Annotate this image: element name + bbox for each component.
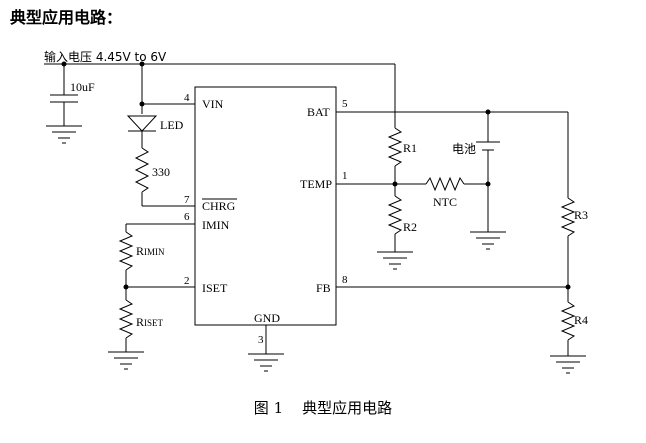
r4-label: R4	[574, 313, 588, 327]
r3-r4-divider: R3 R4	[336, 112, 588, 356]
resistor-riset	[118, 299, 134, 339]
input-rail: 输入电压 4.45V to 6V	[44, 49, 396, 128]
battery-label: 电池	[452, 142, 476, 156]
ground-symbol-gnd	[248, 353, 284, 372]
ground-symbol-riset	[108, 351, 144, 370]
pin-bat-label: BAT	[307, 105, 330, 119]
r2-label: R2	[403, 220, 417, 234]
resistor-r4	[560, 301, 576, 341]
pin-imin-label: IMIN	[202, 218, 230, 232]
rimin-label: RIMIN	[136, 244, 165, 258]
led-diode	[126, 115, 158, 132]
resistor-330-label: 330	[152, 165, 170, 179]
capacitor-value-label: 10uF	[70, 80, 95, 94]
battery-cell: 电池	[336, 109, 568, 232]
riset-label: RISET	[136, 315, 164, 329]
r1-label: R1	[403, 141, 417, 155]
resistor-r3	[560, 197, 576, 237]
resistor-rimin	[118, 231, 134, 271]
led-label: LED	[160, 118, 184, 132]
pin-8-number: 8	[342, 274, 348, 286]
ntc-thermistor: NTC	[425, 176, 491, 209]
section-heading: 典型应用电路：	[10, 8, 123, 27]
pin-5-number: 5	[342, 98, 348, 110]
led-branch: LED 330	[126, 64, 195, 207]
pin-3-number: 3	[258, 334, 264, 346]
input-capacitor: 10uF	[50, 64, 95, 126]
pin-7-number: 7	[184, 194, 190, 206]
pin-chrg-label: CHRG	[202, 199, 236, 213]
pin-iset-label: ISET	[202, 281, 228, 295]
r1-r2-divider: R1 R2	[336, 127, 426, 252]
pin-gnd-label: GND	[254, 311, 280, 325]
pin-vin-label: VIN	[202, 97, 224, 111]
r3-label: R3	[574, 208, 588, 222]
ground-symbol-r4	[550, 355, 586, 374]
input-voltage-label: 输入电压 4.45V to 6V	[44, 49, 167, 64]
pin-6-number: 6	[184, 211, 190, 223]
resistor-r1	[387, 127, 403, 167]
ground-symbol-r2	[377, 251, 413, 270]
ground-symbol-cap	[46, 125, 82, 144]
ntc-label: NTC	[433, 195, 457, 209]
pin-4-number: 4	[184, 92, 190, 104]
charger-ic	[194, 86, 337, 326]
pin-2-number: 2	[184, 275, 190, 287]
figure-caption: 图 1 典型应用电路	[253, 399, 393, 417]
rimin-branch: RIMIN	[118, 223, 195, 300]
pin-fb-label: FB	[316, 281, 331, 295]
resistor-r2	[387, 195, 403, 235]
pin-temp-label: TEMP	[300, 177, 332, 191]
ground-symbol-battery	[470, 231, 506, 250]
resistor-330	[134, 147, 150, 193]
riset-branch: RISET	[118, 299, 164, 352]
pin-1-number: 1	[342, 170, 348, 182]
